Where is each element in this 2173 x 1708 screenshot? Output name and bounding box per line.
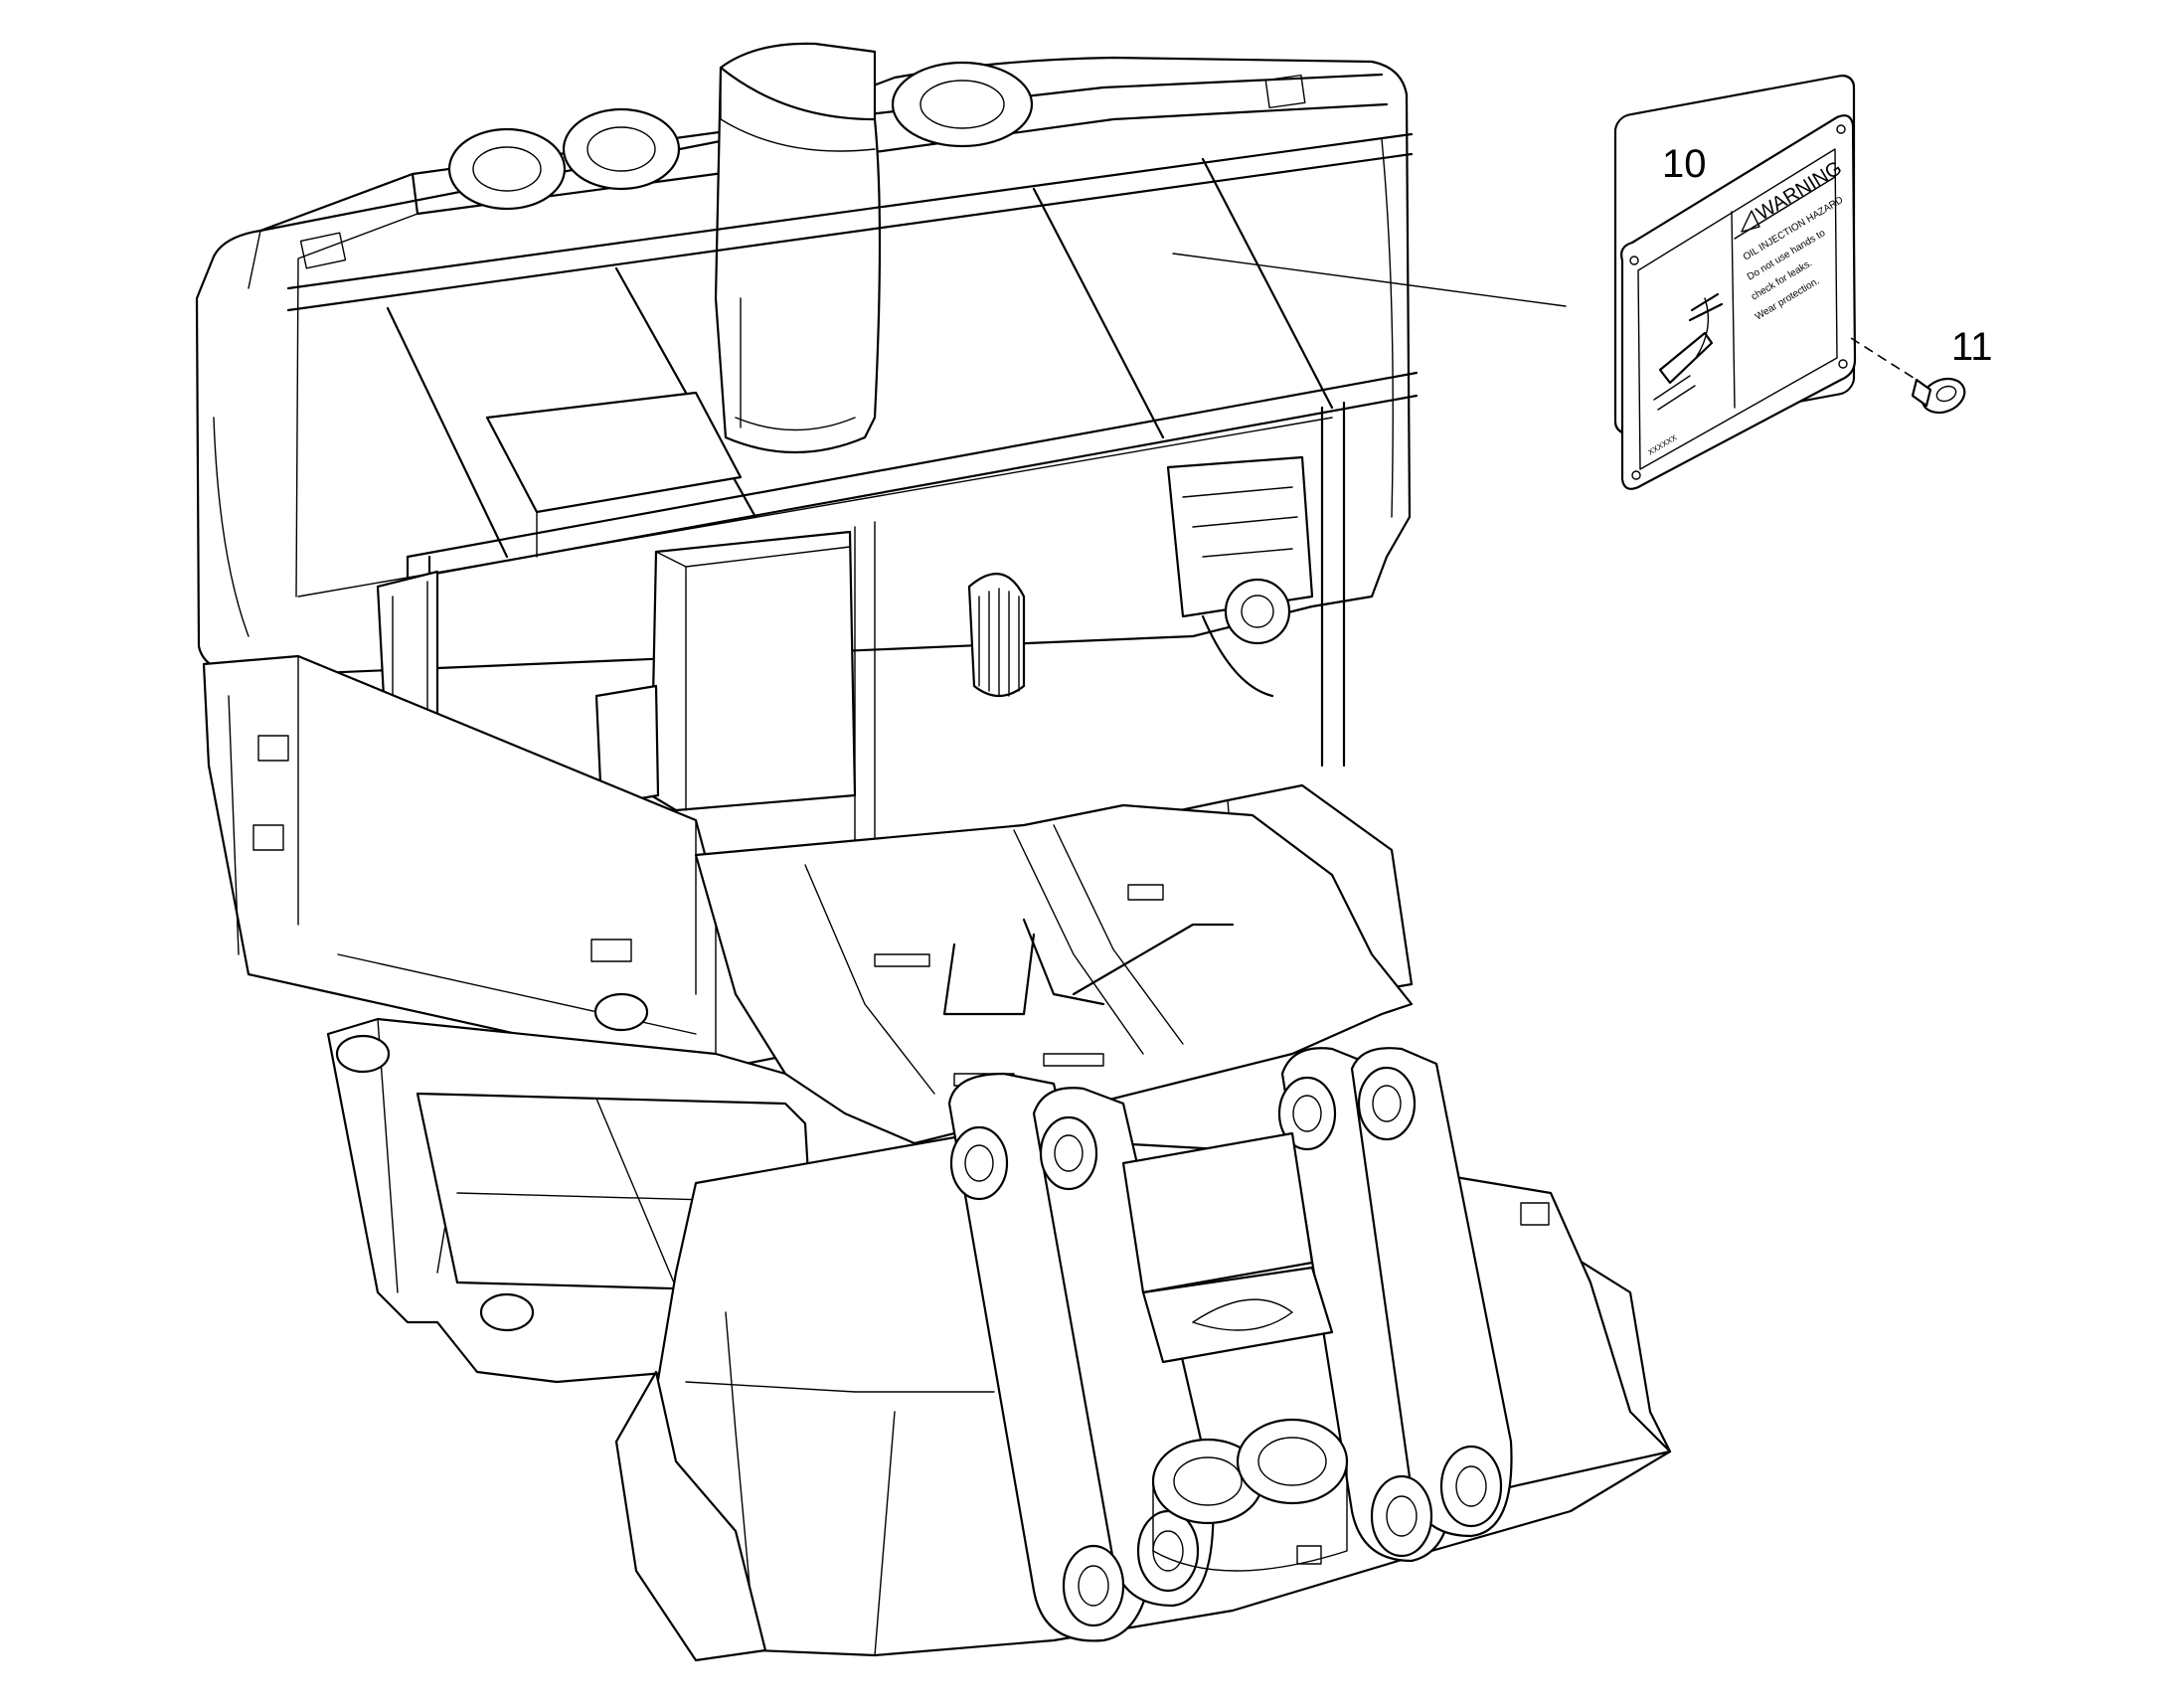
- access-cover: [562, 107, 681, 191]
- callout-10: 10: [1662, 142, 1707, 186]
- leader-line-10: [1172, 253, 1567, 307]
- access-cover: [447, 127, 567, 211]
- center-floor: [694, 803, 1414, 1145]
- exhaust-stack: [714, 42, 882, 454]
- warning-decal-detail: WARNING OIL INJECTION HAZARD Do not use …: [1620, 114, 1857, 490]
- front-frame-loader: [614, 1047, 1672, 1662]
- callout-11: 11: [1951, 325, 1993, 369]
- access-cover: [891, 61, 1034, 148]
- radiator-box: [649, 530, 857, 812]
- rivet: [1850, 337, 1966, 415]
